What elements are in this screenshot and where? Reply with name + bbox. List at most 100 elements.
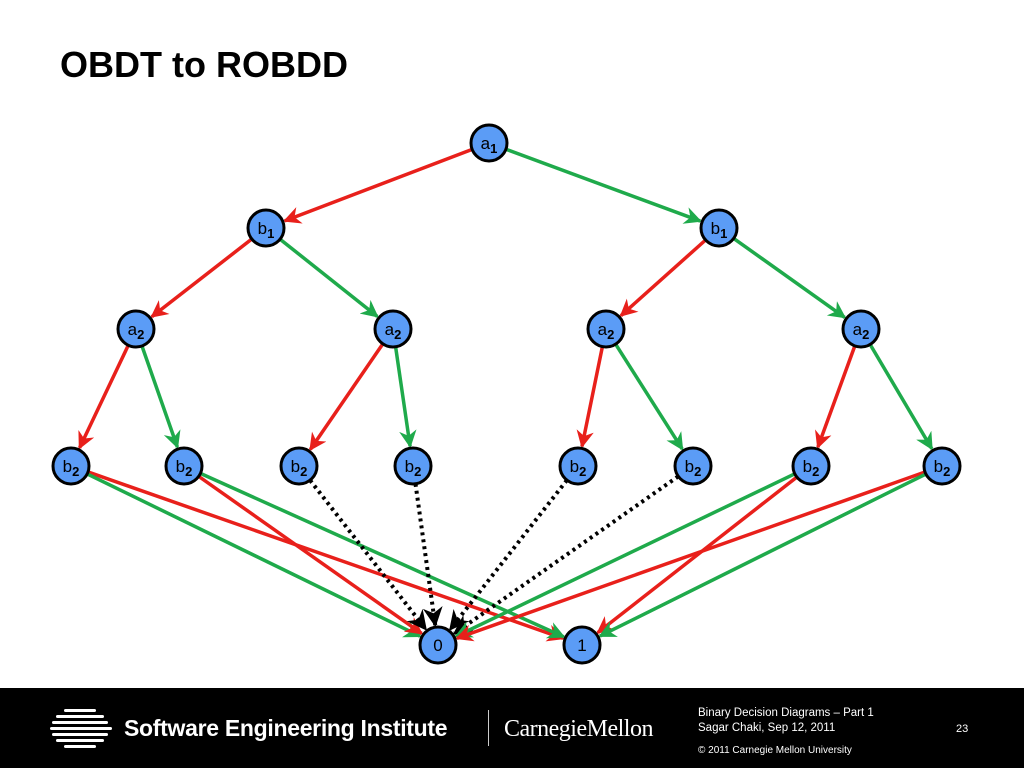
node-circle	[558, 446, 598, 486]
node-subscript: 2	[579, 464, 586, 479]
edge-high-a2_4-b2_8	[868, 343, 934, 451]
node-subscript: 1	[267, 226, 274, 241]
edge-dotted-b2_4-t0	[413, 483, 443, 628]
footer-info: Binary Decision Diagrams – Part 1 Sagar …	[698, 706, 874, 758]
node-circle	[393, 446, 433, 486]
node-circle	[699, 208, 739, 248]
node-label: b1	[258, 219, 275, 241]
edge-low-a2_1-b2_1	[77, 344, 130, 450]
footer-copyright: © 2011 Carnegie Mellon University	[698, 745, 852, 756]
node-a2_2: a2	[373, 309, 413, 349]
sei-logo-icon	[50, 709, 112, 748]
node-label: b2	[405, 457, 422, 479]
node-var: b	[685, 457, 694, 476]
node-circle	[164, 446, 204, 486]
node-label: a1	[481, 134, 498, 156]
node-t0: 0	[418, 625, 458, 665]
node-circle	[586, 309, 626, 349]
sei-wordmark: Software Engineering Institute	[124, 715, 448, 741]
node-var: b	[291, 457, 300, 476]
node-b2_3: b2	[279, 446, 319, 486]
node-label: b2	[570, 457, 587, 479]
node-var: a	[481, 134, 491, 153]
node-var: a	[128, 320, 138, 339]
node-b2_8: b2	[922, 446, 962, 486]
node-label: a2	[853, 320, 870, 342]
node-label: b2	[63, 457, 80, 479]
edge-high-b2_1-t0	[86, 472, 422, 638]
node-subscript: 2	[185, 464, 192, 479]
node-a2_4: a2	[841, 309, 881, 349]
node-label: b2	[176, 457, 193, 479]
footer-bar: Software Engineering Institute CarnegieM…	[0, 688, 1024, 768]
node-b1L: b1	[246, 208, 286, 248]
node-circle	[562, 625, 602, 665]
node-subscript: 2	[694, 464, 701, 479]
page-number: 23	[956, 723, 969, 735]
node-var: 1	[577, 636, 586, 655]
node-label: b1	[711, 219, 728, 241]
edge-high-a2_3-b2_6	[614, 343, 684, 451]
node-var: b	[934, 457, 943, 476]
node-subscript: 2	[414, 464, 421, 479]
node-subscript: 2	[862, 327, 869, 342]
edge-low-a2_3-b2_5	[576, 346, 605, 449]
node-label: b2	[685, 457, 702, 479]
node-t1: 1	[562, 625, 602, 665]
node-label: b2	[934, 457, 951, 479]
node-var: 0	[433, 636, 442, 655]
node-var: a	[598, 320, 608, 339]
slide-title: OBDT to ROBDD	[60, 44, 348, 85]
node-label: b2	[803, 457, 820, 479]
node-a2_3: a2	[586, 309, 626, 349]
node-b2_4: b2	[393, 446, 433, 486]
node-circle	[116, 309, 156, 349]
edge-high-b1L-a2_2	[278, 237, 379, 318]
node-circle	[373, 309, 413, 349]
node-b2_2: b2	[164, 446, 204, 486]
node-circle	[791, 446, 831, 486]
node-subscript: 2	[607, 327, 614, 342]
edge-high-b1R-a2_4	[732, 237, 847, 319]
node-subscript: 2	[943, 464, 950, 479]
node-var: b	[803, 457, 812, 476]
node-var: a	[385, 320, 395, 339]
edge-high-a2_2-b2_4	[393, 346, 417, 448]
node-subscript: 2	[300, 464, 307, 479]
node-b2_7: b2	[791, 446, 831, 486]
edge-high-b2_7-t0	[454, 472, 796, 638]
edge-low-a1-b1L	[283, 147, 473, 224]
node-circle	[673, 446, 713, 486]
node-subscript: 1	[720, 226, 727, 241]
edge-layer	[77, 147, 934, 642]
edge-high-b2_2-t1	[199, 471, 566, 639]
node-label: a2	[128, 320, 145, 342]
edge-low-b1R-a2_3	[619, 238, 707, 317]
node-label: a2	[385, 320, 402, 342]
node-circle	[469, 123, 509, 163]
node-label: b2	[291, 457, 308, 479]
node-b2_6: b2	[673, 446, 713, 486]
node-var: b	[711, 219, 720, 238]
cmu-wordmark: CarnegieMellon	[504, 716, 653, 742]
node-b1R: b1	[699, 208, 739, 248]
node-a1: a1	[469, 123, 509, 163]
node-circle	[418, 625, 458, 665]
node-var: b	[570, 457, 579, 476]
edge-dotted-b2_6-t0	[452, 474, 680, 636]
node-subscript: 2	[137, 327, 144, 342]
edge-low-b2_8-t0	[455, 470, 926, 642]
node-circle	[51, 446, 91, 486]
node-subscript: 2	[812, 464, 819, 479]
node-label: 1	[577, 636, 586, 655]
node-b2_5: b2	[558, 446, 598, 486]
edge-high-a1-b1R	[505, 147, 702, 224]
node-subscript: 1	[490, 141, 497, 156]
node-a2_1: a2	[116, 309, 156, 349]
node-var: b	[258, 219, 267, 238]
footer-divider	[488, 710, 489, 746]
node-circle	[841, 309, 881, 349]
edge-low-b2_1-t1	[87, 470, 565, 642]
